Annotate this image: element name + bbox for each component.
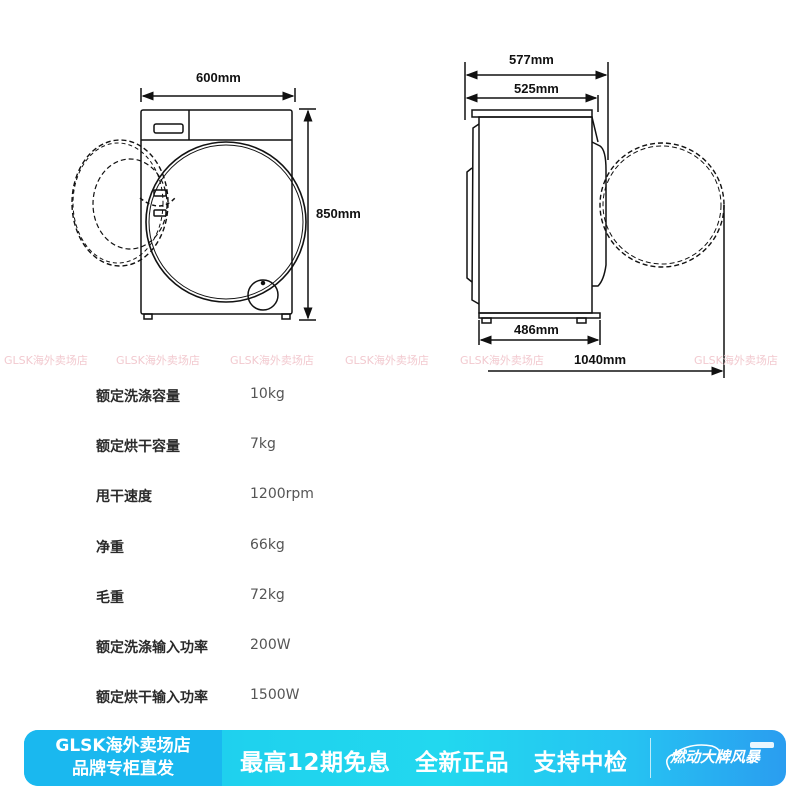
store-badge: GLSK海外卖场店 品牌专柜直发 [24, 730, 222, 786]
campaign-badge [750, 742, 774, 748]
side-body-depth-label: 525mm [514, 81, 559, 96]
watermark: GLSK海外卖场店 [460, 354, 544, 367]
side-total-depth-label: 577mm [509, 52, 554, 67]
spec-label: 额定烘干容量 [96, 439, 180, 455]
spec-label: 额定洗涤容量 [96, 389, 180, 405]
dimension-diagram: 600mm 850mm 577mm 525mm 486mm 1040mm [0, 0, 800, 380]
spec-row: 额定烘干容量 7kg [96, 436, 496, 458]
spec-value: 10kg [250, 386, 285, 402]
watermark: GLSK海外卖场店 [694, 354, 778, 367]
campaign-logo: 燃动大牌风暴 [670, 748, 761, 766]
watermark: GLSK海外卖场店 [230, 354, 314, 367]
promo-installment: 最高12期免息 [240, 750, 391, 776]
spec-row: 额定洗涤输入功率 200W [96, 637, 496, 659]
banner-divider [650, 738, 651, 778]
spec-value: 1200rpm [250, 486, 314, 502]
door-open-depth-label: 1040mm [574, 352, 627, 367]
promo-text: 最高12期免息 全新正品 支持中检 [240, 743, 644, 777]
front-view [71, 88, 316, 321]
front-height-label: 850mm [316, 206, 361, 221]
side-view [464, 62, 725, 378]
promo-inspection: 支持中检 [533, 750, 628, 776]
spec-label: 毛重 [96, 590, 124, 606]
spec-label: 额定洗涤输入功率 [96, 640, 208, 656]
spec-row: 额定烘干输入功率 1500W [96, 687, 496, 709]
spec-row: 毛重 72kg [96, 587, 496, 609]
spec-value: 200W [250, 637, 291, 653]
spec-value: 66kg [250, 537, 285, 553]
spec-label: 净重 [96, 540, 124, 556]
store-tagline: 品牌专柜直发 [72, 759, 174, 779]
spec-row: 额定洗涤容量 10kg [96, 386, 496, 408]
promo-banner[interactable]: GLSK海外卖场店 品牌专柜直发 最高12期免息 全新正品 支持中检 燃动大牌风… [24, 730, 786, 786]
watermark-row: GLSK海外卖场店 GLSK海外卖场店 GLSK海外卖场店 GLSK海外卖场店 … [0, 352, 800, 372]
side-base-depth-label: 486mm [514, 322, 559, 337]
washer-diagram-svg [71, 62, 725, 378]
spec-value: 7kg [250, 436, 276, 452]
spec-value: 72kg [250, 587, 285, 603]
promo-genuine: 全新正品 [415, 750, 510, 776]
campaign-swoosh-icon [666, 744, 721, 771]
watermark: GLSK海外卖场店 [116, 354, 200, 367]
spec-value: 1500W [250, 687, 300, 703]
spec-row: 甩干速度 1200rpm [96, 486, 496, 508]
watermark: GLSK海外卖场店 [4, 354, 88, 367]
store-name: GLSK海外卖场店 [55, 736, 191, 756]
spec-label: 额定烘干输入功率 [96, 690, 208, 706]
spec-label: 甩干速度 [96, 489, 152, 505]
watermark: GLSK海外卖场店 [345, 354, 429, 367]
front-width-label: 600mm [196, 70, 241, 85]
spec-row: 净重 66kg [96, 537, 496, 559]
